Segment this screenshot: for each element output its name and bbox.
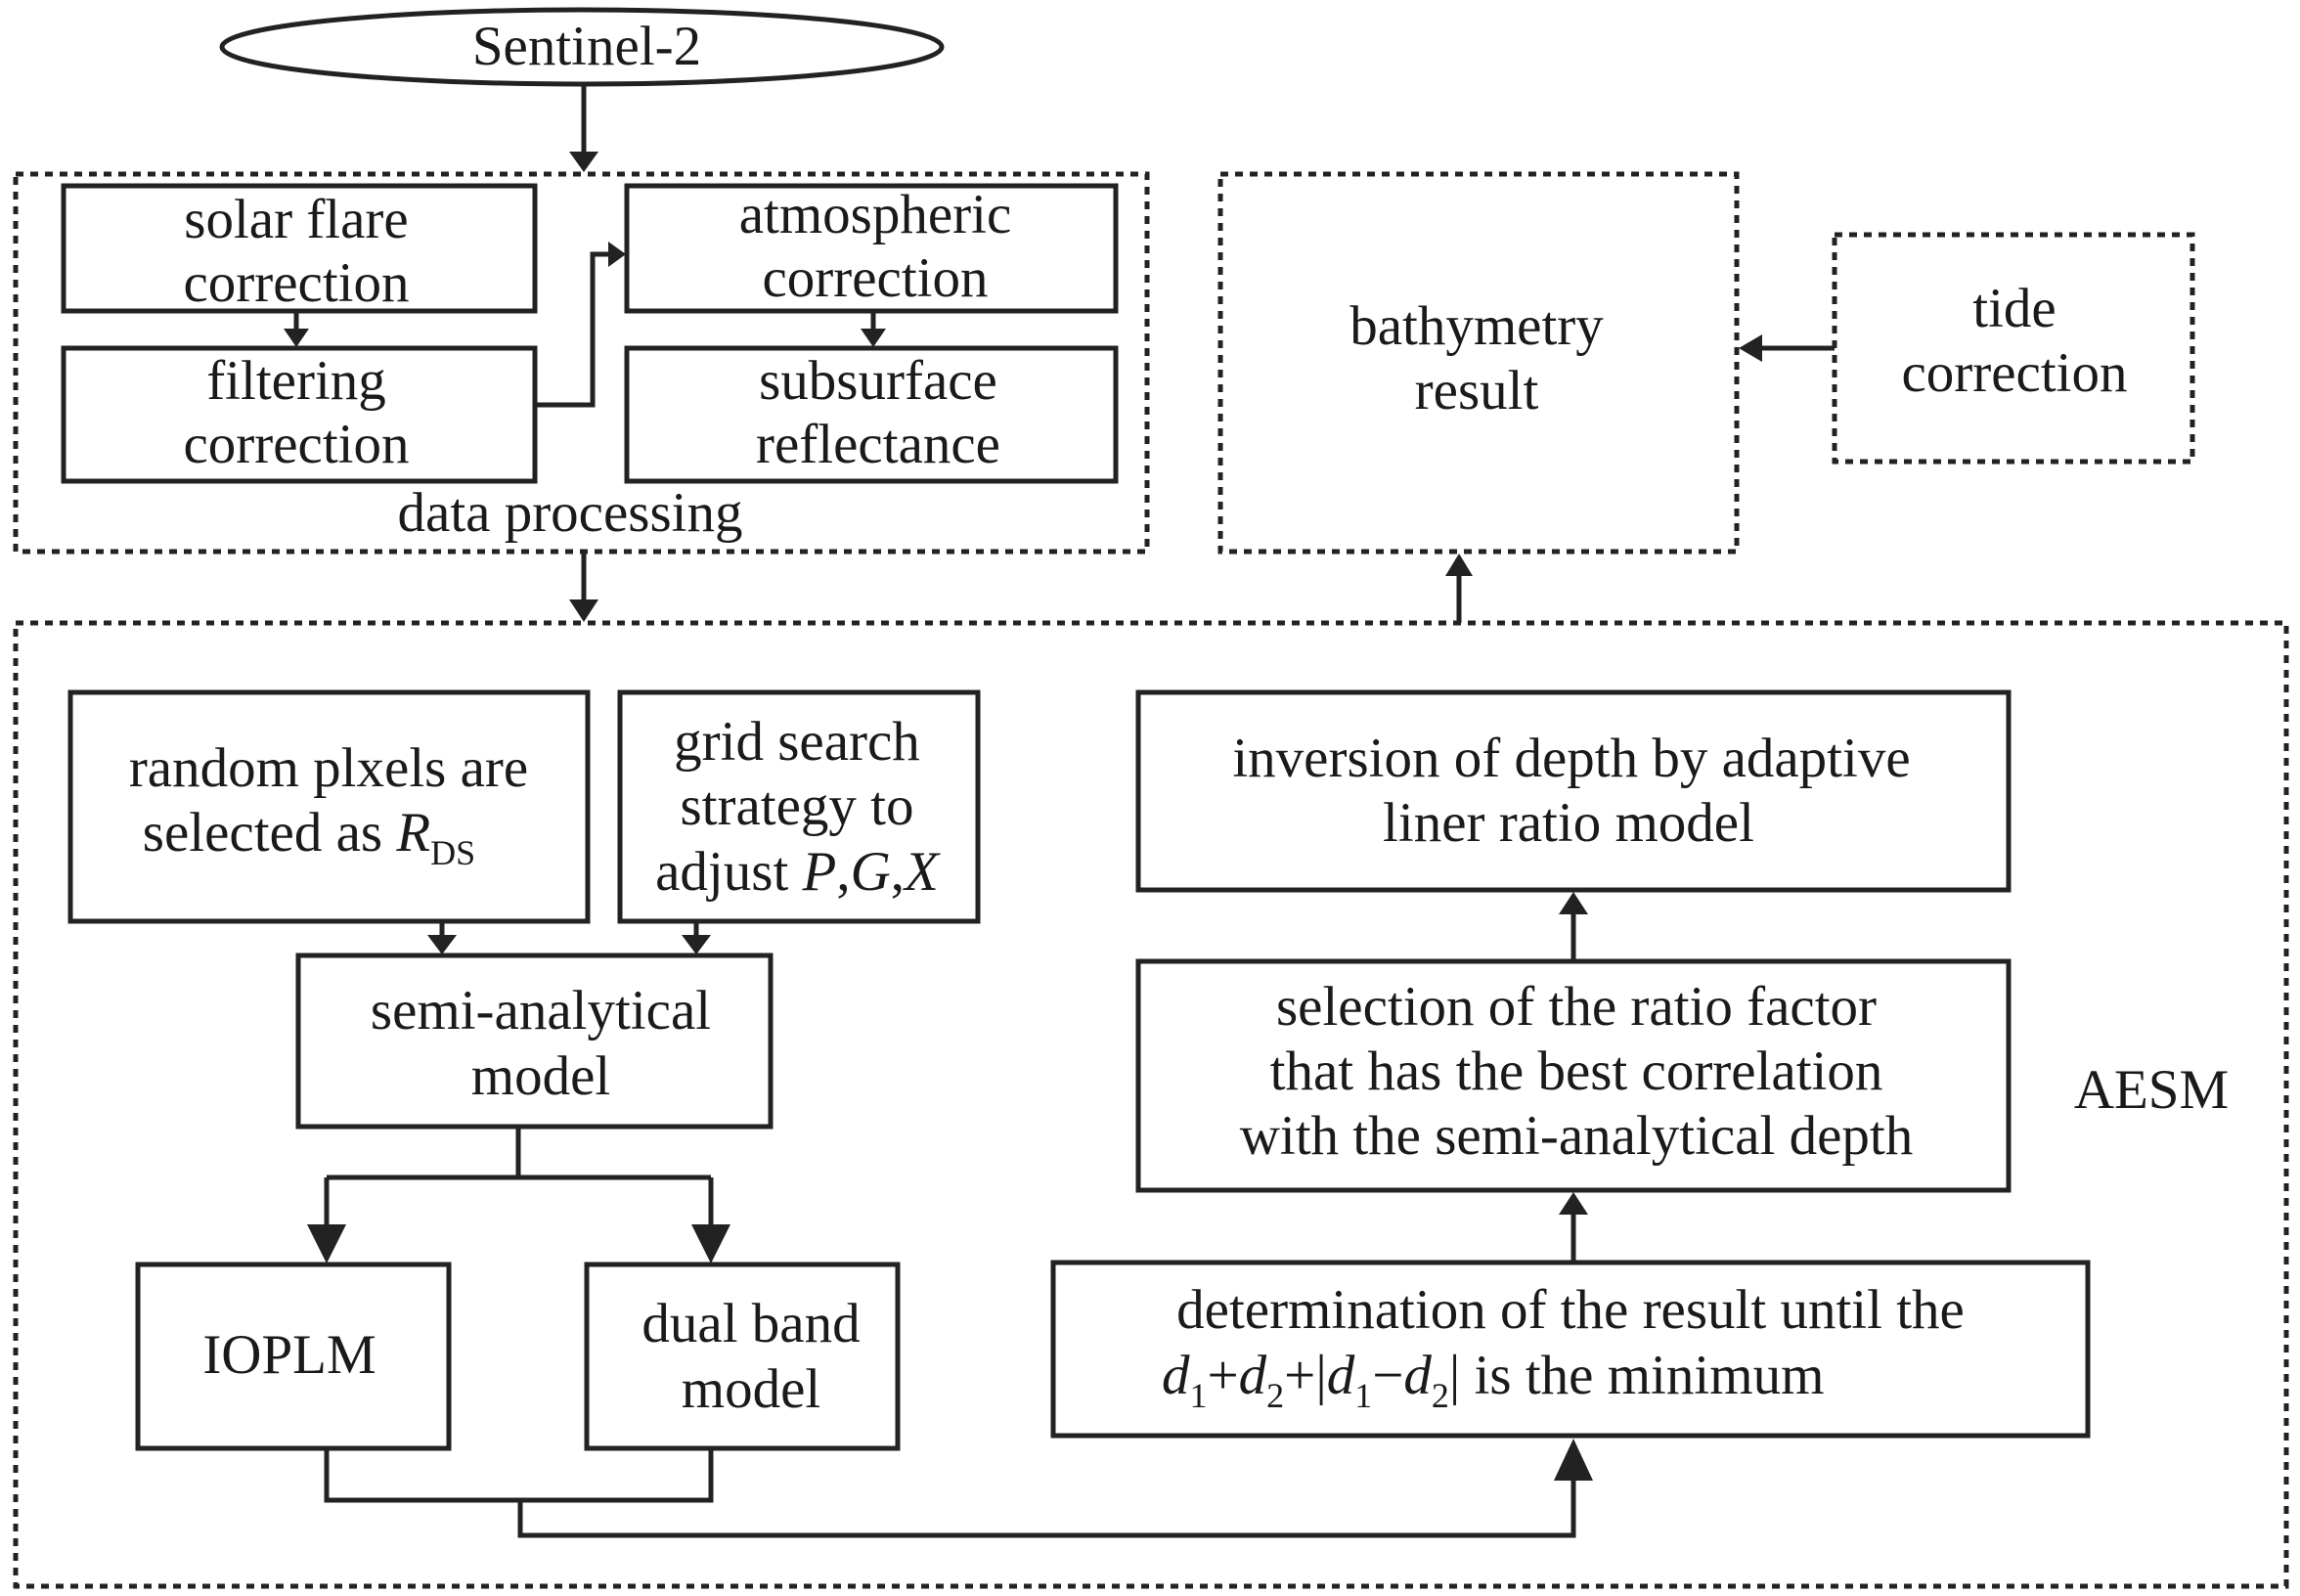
ioplm-label: IOPLM [202,1324,376,1386]
random-pixels-label-1: random plxels are [129,737,528,799]
atmospheric-correction-box [624,183,1119,314]
aesm-label: AESM [2074,1059,2229,1121]
grid-search-label-3: adjust P,G,X [655,841,941,903]
bathymetry-result-box [1217,171,1740,554]
semi-analytical-label-2: model [471,1045,610,1107]
subsurface-reflectance-box [624,345,1119,484]
semi-split-line [324,1127,714,1228]
semi-analytical-model-box [295,953,774,1130]
grid-to-semi-arrowhead [682,935,711,954]
selection-label-2: that has the best correlation [1270,1041,1883,1102]
selection-box [1135,958,2012,1193]
random-to-semi-arrowhead [427,935,457,954]
grid-search-box [617,689,981,924]
dual-band-model-box [584,1262,901,1451]
aesm-to-bathymetry-arrowhead [1445,554,1473,576]
determination-box [1050,1260,2091,1439]
semi-to-dualband-arrowhead [691,1224,730,1264]
inversion-label-1: inversion of depth by adaptive [1232,728,1910,789]
bathymetry-label-2: result [1415,360,1539,421]
solar-flare-label-1: solar flare [184,189,408,250]
bathymetry-label-1: bathymetry [1349,295,1604,357]
aesm-group [13,620,2289,1589]
dual-band-label-2: model [682,1358,820,1420]
solar-flare-correction-box [61,183,538,314]
filtering-label-1: filtering [206,350,386,412]
sentinel-label: Sentinel-2 [472,16,701,77]
filtering-to-atmospheric-arrowhead [608,242,626,267]
merge-to-determination-arrowhead [1554,1439,1593,1481]
data-processing-label: data processing [398,482,743,544]
selection-label-3: with the semi-analytical depth [1240,1105,1914,1167]
semi-analytical-label-1: semi-analytical [371,980,711,1042]
tide-to-bathymetry-arrowhead [1739,334,1762,362]
solar-flare-label-2: correction [183,252,409,314]
filtering-correction-box [61,345,538,484]
selection-label-1: selection of the ratio factor [1276,976,1877,1038]
determination-label-2: d1+d2+|d1−d2| is the minimum [1162,1345,1824,1415]
dual-band-label-1: dual band [641,1293,860,1354]
sentinel-to-processing-arrowhead [569,152,598,172]
selection-to-inversion-arrowhead [1559,892,1588,914]
filtering-label-2: correction [183,414,409,475]
filtering-to-atmospheric-line [535,251,611,408]
tide-label-2: correction [1901,342,2127,404]
tide-label-1: tide [1972,278,2056,339]
ioplm-box [135,1262,452,1451]
grid-search-label-2: strategy to [680,776,913,837]
subsurface-label-2: reflectance [756,414,1000,475]
subsurface-label-1: subsurface [759,350,997,412]
inversion-label-2: liner ratio model [1383,792,1754,854]
atmospheric-to-subsurface-arrowhead [861,329,886,347]
atmospheric-label-1: atmospheric [739,184,1012,245]
random-pixels-label-2: selected as RDS [143,802,475,872]
connectors [284,84,1835,1538]
grid-search-label-1: grid search [674,711,920,773]
determination-label-1: determination of the result until the [1176,1279,1965,1341]
inversion-box [1135,689,2012,893]
processing-to-aesm-arrowhead [569,599,598,622]
determination-to-selection-arrowhead [1559,1192,1588,1215]
atmospheric-label-2: correction [762,247,988,309]
semi-to-ioplm-arrowhead [307,1224,346,1264]
random-pixels-box [67,689,591,924]
models-merge-line [324,1448,1576,1538]
solar-to-filtering-arrowhead [284,329,309,347]
